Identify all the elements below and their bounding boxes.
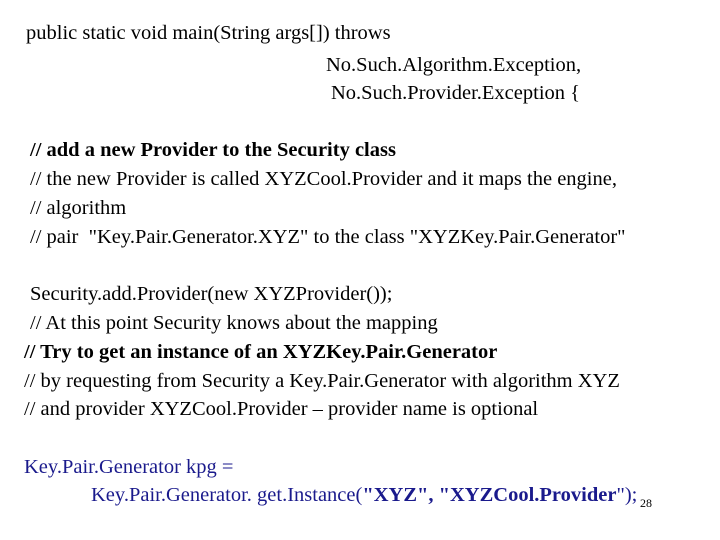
method-signature-line-1: public static void main(String args[]) t… (26, 22, 391, 44)
comment-line-new-provider: // the new Provider is called XYZCool.Pr… (30, 168, 617, 190)
page-number: 28 (640, 496, 652, 510)
comment-line-algorithm: // algorithm (30, 197, 127, 219)
code-call-suffix: "); (616, 484, 638, 506)
code-line-get-instance: Key.Pair.Generator. get.Instance("XYZ", … (91, 485, 637, 506)
code-line-declaration: Key.Pair.Generator kpg = (24, 456, 234, 478)
comment-line-pair: // pair "Key.Pair.Generator.XYZ" to the … (30, 226, 626, 248)
method-signature-line-3: No.Such.Provider.Exception { (331, 82, 580, 104)
comment-line-add-provider: // add a new Provider to the Security cl… (30, 139, 396, 161)
add-provider-statement: Security.add.Provider(new XYZProvider())… (30, 283, 393, 305)
code-call-prefix: Key.Pair.Generator. get.Instance( (91, 484, 363, 506)
comment-line-mapping: // At this point Security knows about th… (30, 312, 438, 334)
comment-line-provider-optional: // and provider XYZCool.Provider – provi… (24, 398, 539, 420)
code-call-arguments: "XYZ", "XYZCool.Provider (362, 484, 617, 506)
comment-line-requesting: // by requesting from Security a Key.Pai… (24, 370, 620, 392)
comment-line-get-instance: // Try to get an instance of an XYZKey.P… (24, 341, 498, 363)
method-signature-line-2: No.Such.Algorithm.Exception, (326, 54, 582, 76)
